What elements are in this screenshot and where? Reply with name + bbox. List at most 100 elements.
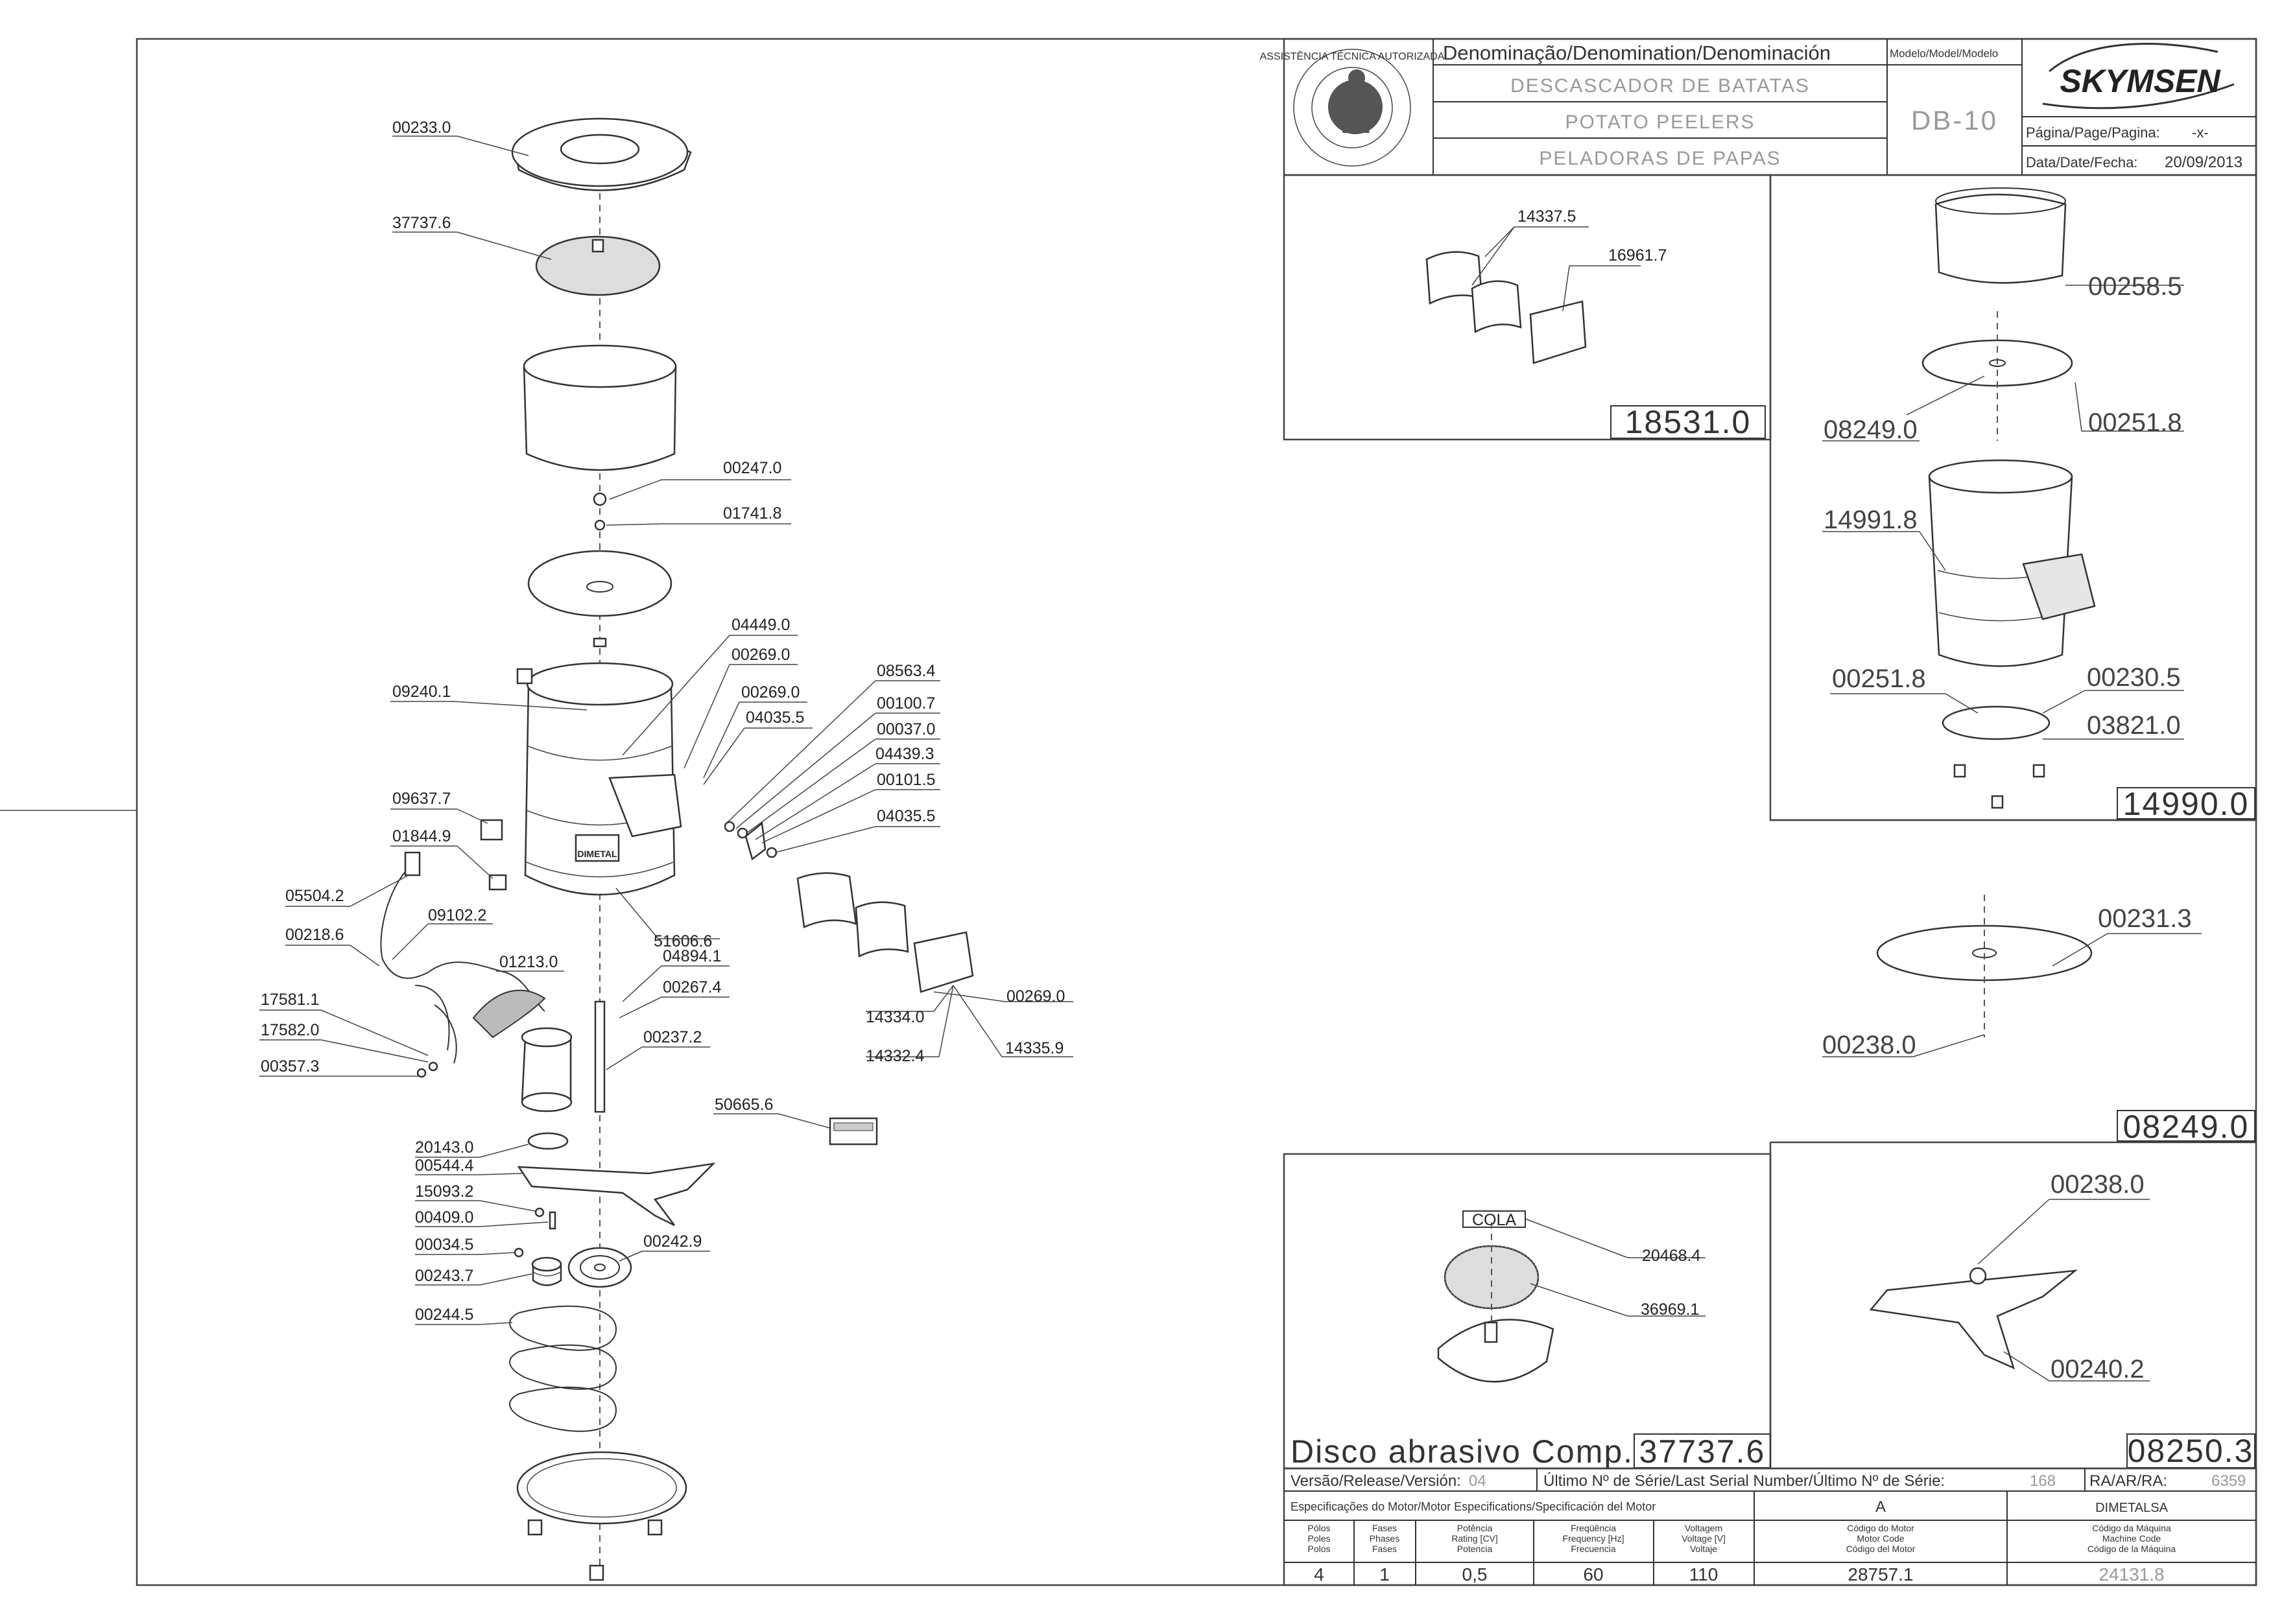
- callout-20143-0: 20143.0: [415, 1138, 473, 1157]
- plate-main: [527, 550, 672, 617]
- machine-header: DIMETALSA: [2095, 1501, 2169, 1515]
- callout-00247-0: 00247.0: [723, 459, 781, 477]
- rating-label-pt: Potência: [1457, 1523, 1493, 1533]
- bowl-cylinder: [1928, 476, 2073, 667]
- callout-08563-4: 08563.4: [877, 662, 935, 680]
- callout-00100-7: 00100.7: [877, 694, 935, 712]
- callout-20468-4: 20468.4: [1642, 1247, 1700, 1265]
- box-14990-code: 14990.0: [2123, 786, 2250, 822]
- serial-value: 168: [2030, 1472, 2056, 1490]
- spec-table: Versão/Release/Versión: 04 Último Nº de …: [1283, 1467, 2257, 1586]
- version-value: 04: [1469, 1472, 1486, 1490]
- callout-14332-4: 14332.4: [866, 1047, 924, 1065]
- callout-00233-0: 00233.0: [392, 119, 451, 137]
- machine-housing: [524, 683, 676, 896]
- callout-00269-0-a: 00269.0: [731, 646, 790, 664]
- motor-code-header: A: [1875, 1498, 1886, 1516]
- abrasive-disc-main: [535, 235, 661, 296]
- callout-05504-2: 05504.2: [285, 887, 344, 905]
- box-37737: COLA 20468.4 36969.1 Disco abrasivo Comp…: [1290, 1210, 1771, 1470]
- spec-col-machine-code: Código da Máquina Machine Code Código de…: [2087, 1523, 2176, 1584]
- phases-label-pt: Fases: [1372, 1523, 1397, 1533]
- abrasive-disc: [1437, 1319, 1554, 1383]
- warning-label-50665: [829, 1117, 878, 1146]
- callout-00409-0: 00409.0: [415, 1208, 473, 1227]
- housing-brand: DIMETAL: [577, 849, 617, 859]
- motor-code-label-es: Código del Motor: [1846, 1544, 1916, 1554]
- callout-00231-3: 00231.3: [2098, 904, 2192, 933]
- callout-00269-0-c: 00269.0: [1006, 987, 1065, 1006]
- callout-03821-0: 03821.0: [2087, 711, 2181, 740]
- box-18531-code: 18531.0: [1625, 404, 1752, 440]
- base-foot-1: [527, 1519, 543, 1536]
- callout-00240-2: 00240.2: [2051, 1355, 2145, 1383]
- model-value: DB-10: [1911, 105, 1998, 135]
- base-foot-2: [647, 1519, 663, 1536]
- callout-00251-8-b: 00251.8: [1832, 665, 1926, 693]
- rubber-sheet-2: [1471, 280, 1522, 334]
- brand-name: SKYMSEN: [2060, 63, 2220, 99]
- spec-col-rating: Potência Rating [CV] Potencia 0,5: [1451, 1523, 1498, 1584]
- motor-code-label-en: Motor Code: [1857, 1533, 1904, 1544]
- base-foot-3: [589, 1564, 604, 1581]
- rubber-sheet-main-2: [855, 901, 909, 958]
- callout-17581-1: 17581.1: [261, 991, 319, 1009]
- screw-00034: [514, 1247, 524, 1258]
- box-08250-code: 08250.3: [2128, 1433, 2254, 1469]
- motor-code-label-pt: Código do Motor: [1847, 1523, 1914, 1533]
- housing-chute: [608, 773, 682, 838]
- model-header: Modelo/Model/Modelo: [1890, 47, 1998, 60]
- spec-col-frequency: Freqüência Frequency [Hz] Frecuencia 60: [1563, 1523, 1624, 1584]
- box-37737-name: Disco abrasivo Comp.: [1290, 1433, 1634, 1470]
- callout-00544-4: 00544.4: [415, 1157, 473, 1175]
- callout-09637-7: 09637.7: [392, 790, 451, 808]
- frequency-value: 60: [1583, 1564, 1603, 1584]
- callout-37737-6: 37737.6: [392, 214, 451, 232]
- callout-14991-8: 14991.8: [1824, 506, 1918, 534]
- rating-value: 0,5: [1462, 1564, 1488, 1584]
- callout-00243-7: 00242.9: [643, 1232, 702, 1251]
- box-18531: 18531.0 14337.5 16961.7: [1425, 207, 1766, 440]
- label-01844: [488, 874, 507, 891]
- callout-04449-0: 04449.0: [731, 616, 790, 634]
- plug: [404, 851, 421, 877]
- ra-value: 6359: [2211, 1472, 2246, 1490]
- washer-a: [724, 821, 735, 832]
- label-09637: [480, 819, 503, 841]
- callout-00269-0-b: 00269.0: [741, 683, 800, 701]
- switch-09240: [516, 668, 533, 685]
- callout-51606-6: 51606.6: [654, 932, 712, 950]
- phases-label-en: Phases: [1370, 1533, 1400, 1544]
- callout-01213-0: 01213.0: [499, 953, 558, 971]
- authorized-service-seal: ASSISTÊNCIA TÉCNICA AUTORIZADA: [1260, 49, 1445, 167]
- nut-01741: [594, 519, 606, 531]
- callout-09102-2: 09102.2: [428, 906, 486, 924]
- screw-00409: [549, 1211, 556, 1230]
- drive-belt-2: [509, 1344, 617, 1390]
- poles-label-en: Poles: [1307, 1533, 1330, 1544]
- date-label: Data/Date/Fecha:: [2026, 154, 2137, 171]
- splash-guard: [1934, 193, 2067, 284]
- foot-b: [2032, 764, 2045, 778]
- machine-code-label-es: Código de la Máquina: [2087, 1544, 2176, 1554]
- skymsen-logo: SKYMSEN: [2042, 43, 2235, 110]
- callout-14337-5: 14337.5: [1517, 207, 1576, 226]
- spec-col-motor-code: Código do Motor Motor Code Código del Mo…: [1846, 1523, 1916, 1584]
- main-exploded-view: 00233.0 37737.6 00247.0 01741.8 DIMETAL: [259, 117, 1073, 1581]
- drive-belt-1: [509, 1305, 617, 1351]
- callout-00037-0: 00037.0: [877, 720, 935, 738]
- box-08249-code: 08249.0: [2123, 1109, 2250, 1145]
- abrasive-mesh: [1444, 1245, 1540, 1310]
- name-es: PELADORAS DE PAPAS: [1539, 148, 1781, 169]
- callout-08249-0: 08249.0: [1824, 416, 1918, 444]
- callout-00218-6: 00218.6: [285, 926, 344, 944]
- motor-code-value: 28757.1: [1848, 1564, 1913, 1584]
- callout-01844-9: 01844.9: [392, 827, 451, 845]
- rubber-sheet-main-1: [796, 872, 857, 928]
- callout-04894-1: 04894.1: [663, 947, 721, 965]
- spec-col-voltage: Voltagem Voltage [V] Voltaje 110: [1682, 1523, 1726, 1584]
- callout-00237-2: 00237.2: [643, 1028, 702, 1046]
- voltage-label-pt: Voltagem: [1685, 1523, 1722, 1533]
- machine-code-label-en: Machine Code: [2102, 1533, 2161, 1544]
